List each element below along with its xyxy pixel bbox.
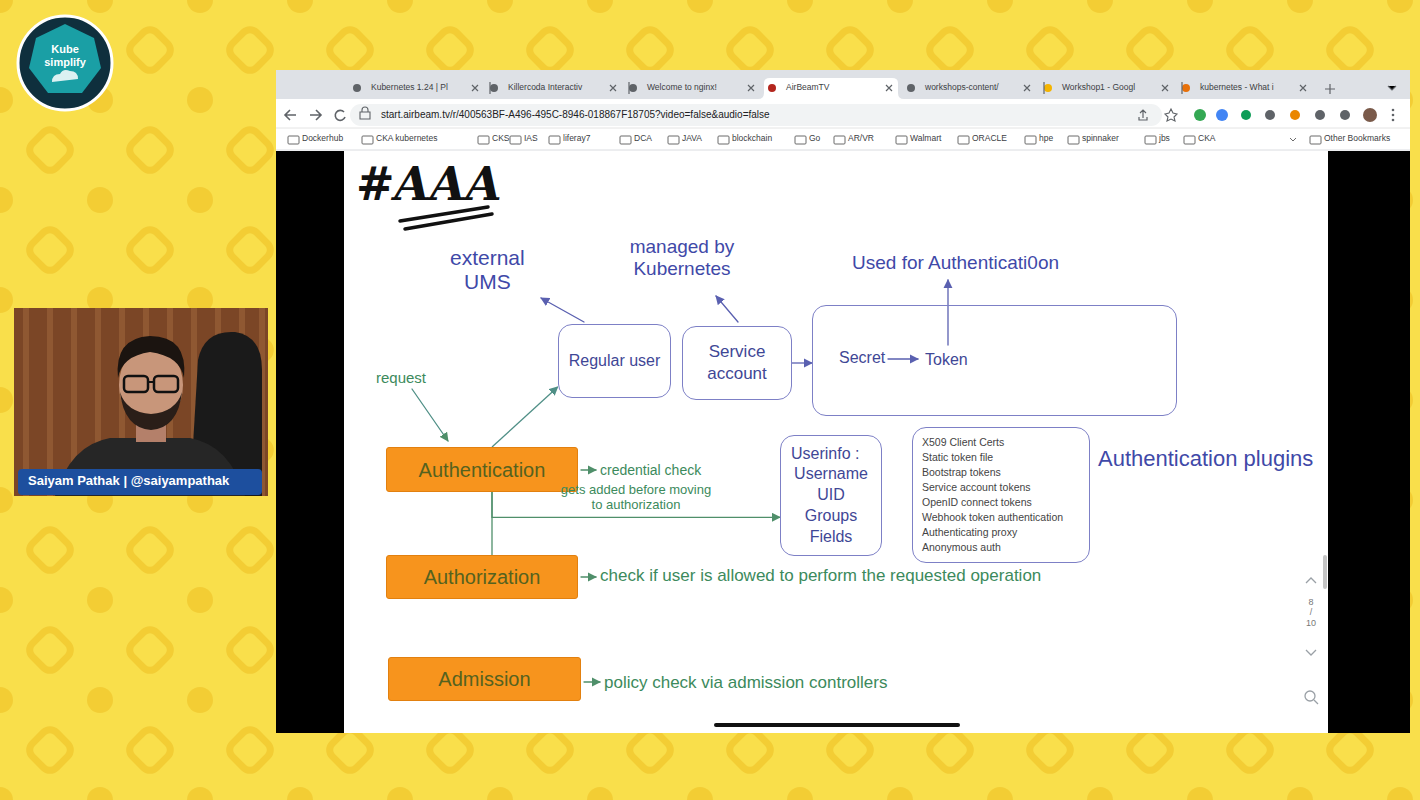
bookmark-label: hpe	[1039, 134, 1053, 144]
bookmark-label: jbs	[1159, 134, 1170, 144]
browser-window	[276, 70, 1410, 733]
annotation: credential check	[600, 462, 701, 478]
stage-box: Admission	[388, 657, 581, 701]
annotation: check if user is allowed to perform the …	[600, 566, 1041, 586]
node-text: Service account	[707, 341, 767, 385]
bookmark-label: Other Bookmarks	[1324, 134, 1390, 144]
user-box: Regular user	[558, 324, 672, 398]
list-item: Bootstrap tokens	[922, 465, 1001, 480]
userinfo-box: Userinfo :Username UID Groups Fields	[780, 435, 882, 556]
node-text: Userinfo :	[791, 444, 859, 465]
bookmark-label: CKA	[1198, 134, 1215, 144]
bookmark-label: spinnaker	[1082, 134, 1119, 144]
secret-token-box: Secret Token	[812, 305, 1177, 416]
annotation: external UMS	[450, 246, 525, 294]
bookmark-label: Dockerhub	[302, 134, 343, 144]
presenter-name: Saiyam Pathak | @saiyampathak	[28, 474, 229, 489]
bookmark-label: CKS	[492, 134, 509, 144]
page-counter: 10	[1306, 618, 1316, 628]
bookmark-label: Go	[809, 134, 820, 144]
stage-box: Authentication	[386, 447, 578, 492]
bookmark-label: DCA	[634, 134, 652, 144]
tab-title: Killercoda Interactiv	[508, 83, 582, 93]
connector	[492, 387, 558, 447]
leader-lines	[400, 207, 948, 682]
tab-title: kubernetes - What i	[1200, 83, 1274, 93]
logo-text: Kube simplify	[44, 43, 86, 68]
node-text: Authentication	[419, 457, 546, 483]
tab-title: AirBeamTV	[786, 83, 829, 93]
page-counter: 8	[1308, 597, 1313, 607]
annotation: Used for Authenticati0on	[852, 252, 1059, 274]
annotation: policy check via admission controllers	[604, 673, 887, 693]
list-item: Static token file	[922, 450, 993, 465]
connector	[792, 362, 812, 363]
annotation: request	[376, 369, 426, 386]
list-item: Anonymous auth	[922, 540, 1001, 555]
node-text: Secret	[839, 348, 885, 369]
list-item: Webhook token authentication	[922, 510, 1063, 525]
webcam	[14, 308, 268, 496]
node-text: Token	[925, 350, 968, 371]
bookmark-label: AR/VR	[848, 134, 874, 144]
bookmark-label: JAVA	[682, 134, 702, 144]
node-text: Admission	[438, 666, 530, 692]
list-item: OpenID connect tokens	[922, 495, 1032, 510]
node-text: Authorization	[424, 564, 541, 590]
title: #AAA	[356, 158, 502, 211]
url-text: start.airbeam.tv/r/400563BF-A496-495C-89…	[381, 109, 770, 121]
tab-title: Workshop1 - Googl	[1062, 83, 1135, 93]
plugins-box: X509 Client CertsStatic token fileBootst…	[912, 427, 1090, 563]
list-item: Service account tokens	[922, 480, 1031, 495]
tab-title: Welcome to nginx!	[647, 83, 717, 93]
edge-label: gets added before moving to authorizatio…	[556, 483, 716, 513]
logo	[18, 16, 112, 110]
bookmark-label: ORACLE	[972, 134, 1007, 144]
bookmark-label: CKA kubernetes	[376, 134, 437, 144]
node-text: Regular user	[569, 351, 661, 372]
bookmark-label: IAS	[524, 134, 538, 144]
bookmark-label: Walmart	[910, 134, 941, 144]
bookmark-label: blockchain	[732, 134, 772, 144]
annotation: managed by Kubernetes	[618, 236, 746, 280]
connector	[491, 492, 492, 555]
heading-annotation: Authentication plugins	[1098, 446, 1313, 471]
tab-title: workshops-content/	[925, 83, 999, 93]
bookmark-label: liferay7	[563, 134, 590, 144]
page-counter: /	[1310, 607, 1313, 617]
tab-title: Kubernetes 1.24 | Pl	[371, 83, 448, 93]
stage-box: Authorization	[386, 555, 578, 599]
list-item: X509 Client Certs	[922, 435, 1004, 450]
service-account-box: Service account	[682, 326, 792, 400]
list-item: Authenticating proxy	[922, 525, 1017, 540]
node-text: Username UID Groups Fields	[794, 464, 868, 547]
